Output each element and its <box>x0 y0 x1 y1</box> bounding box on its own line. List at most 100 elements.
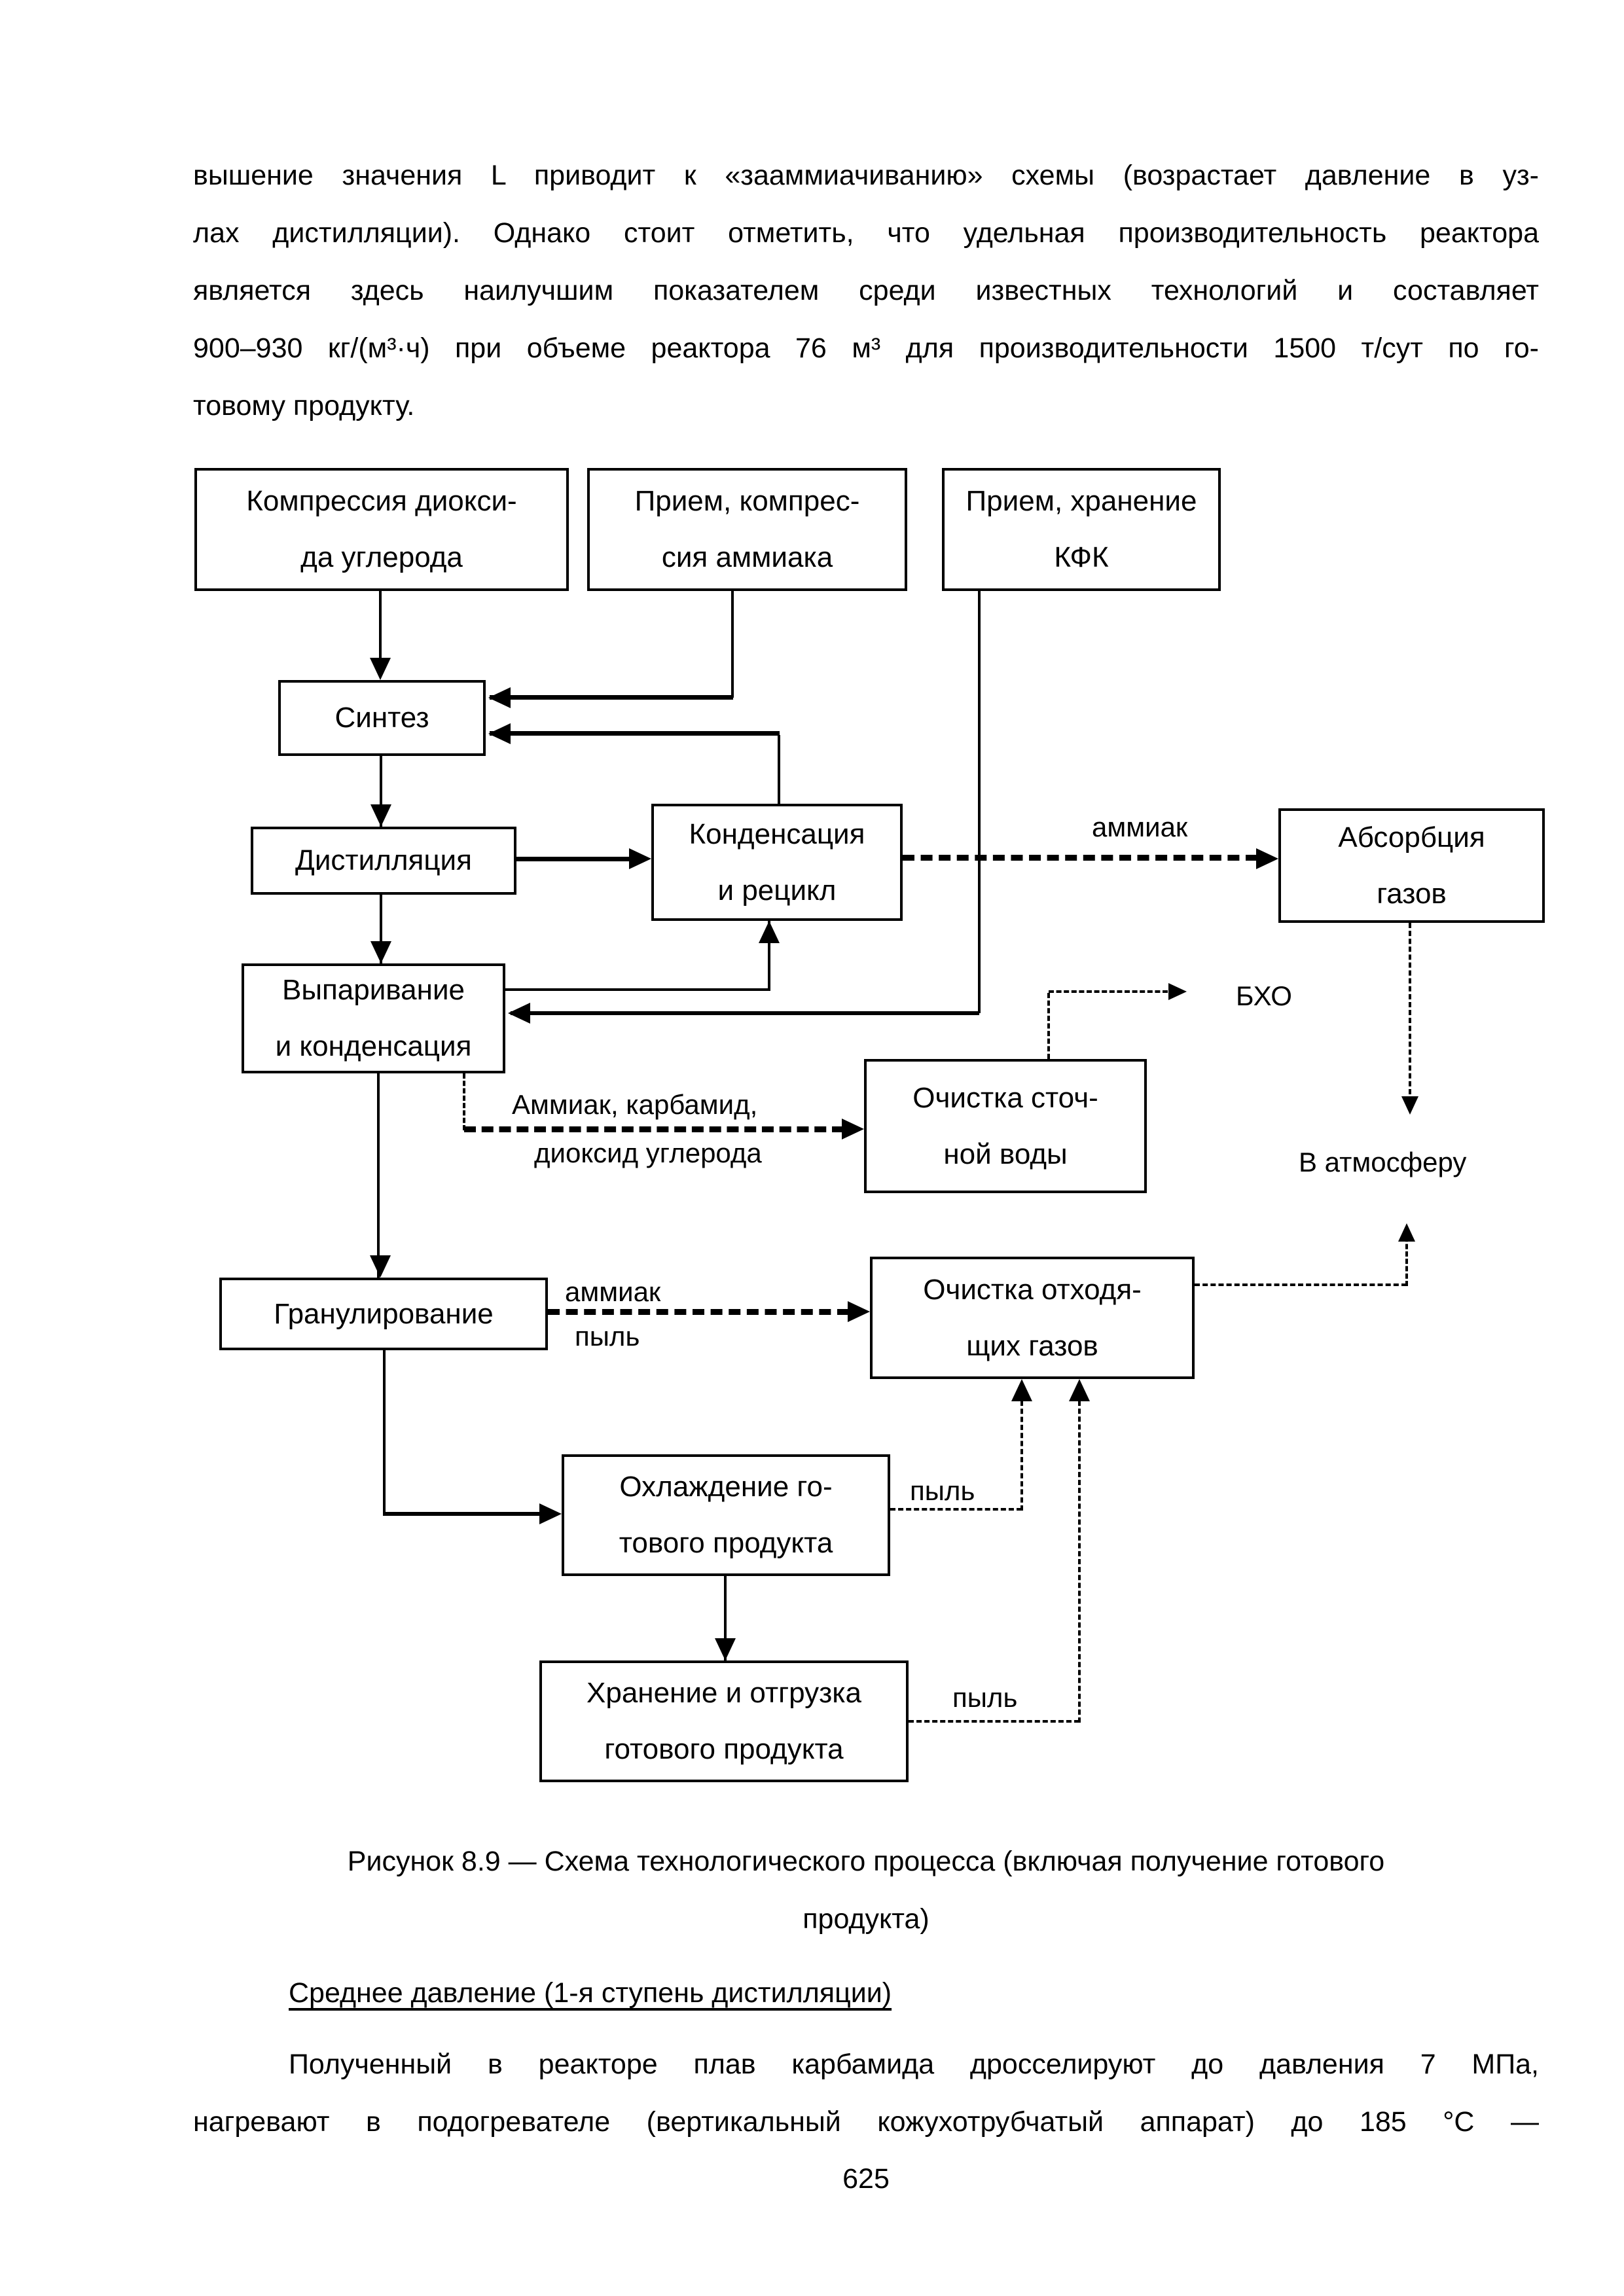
box-label: Гранулирование <box>274 1297 494 1330</box>
box-label: Абсорбция <box>1338 821 1485 853</box>
arrowhead <box>1011 1379 1032 1401</box>
connector-evaporation-to-wastewater <box>464 1126 844 1132</box>
flow-label-dust: пыль <box>952 1682 1018 1713</box>
box-label: Конденсация <box>689 817 865 850</box>
connector-granulation-to-cooling <box>383 1512 542 1516</box>
connector-absorption-to-atmosphere <box>1409 923 1411 1094</box>
connector-storage-dust-to-offgas <box>909 1720 1079 1723</box>
arrowhead <box>1069 1379 1090 1401</box>
box-label: Синтез <box>334 702 429 734</box>
paragraph-line: является здесь наилучшим показателем сре… <box>193 275 1539 306</box>
paragraph-1: вышение значения L приводит к «зааммиачи… <box>193 147 1539 435</box>
box-kfk-reception: Прием, хранение КФК <box>942 468 1221 591</box>
box-label: сия аммиака <box>661 541 833 573</box>
arrowhead <box>370 804 391 827</box>
arrowhead <box>1398 1223 1415 1242</box>
flow-label-bho: БХО <box>1236 980 1292 1011</box>
arrowhead <box>370 941 391 963</box>
process-flow-diagram: Компрессия диокси- да углерода Прием, ко… <box>194 468 1545 1782</box>
figure-caption-line: продукта) <box>803 1903 929 1935</box>
paragraph-line: лах дистилляции). Однако стоит отметить,… <box>193 217 1539 249</box>
box-label: Прием, компрес- <box>634 485 860 517</box>
paragraph-line: нагревают в подогревателе (вертикальный … <box>193 2106 1539 2138</box>
box-synthesis: Синтез <box>278 680 486 756</box>
box-product-storage: Хранение и отгрузка готового продукта <box>539 1660 909 1782</box>
connector-cooling-dust-to-offgas <box>1020 1401 1023 1511</box>
box-label: Очистка сточ- <box>912 1081 1098 1114</box>
box-label: ной воды <box>943 1138 1068 1170</box>
arrowhead <box>759 921 780 943</box>
box-label: да углерода <box>300 541 463 573</box>
arrowhead <box>629 848 651 869</box>
connector-distillation-to-evaporation <box>380 895 382 963</box>
box-ammonia-reception: Прием, компрес- сия аммиака <box>587 468 907 591</box>
connector-cooling-to-storage <box>724 1576 727 1660</box>
connector-co2-to-synthesis <box>379 591 382 677</box>
box-label: Охлаждение го- <box>619 1471 833 1503</box>
figure-caption-line: Рисунок 8.9 — Схема технологического про… <box>347 1846 1385 1877</box>
box-label: Выпаривание <box>281 974 465 1006</box>
connector-kfk-to-evaporation <box>511 1011 979 1015</box>
connector-offgas-to-atmosphere <box>1195 1283 1407 1286</box>
flow-label-ammonia-carbamide: Аммиак, карбамид, <box>512 1089 758 1120</box>
arrowhead <box>370 1255 391 1278</box>
connector-synthesis-to-distillation <box>380 756 382 827</box>
flow-label-carbon-dioxide: диоксид углерода <box>534 1138 762 1168</box>
connector-wastewater-to-bho <box>1047 993 1050 1059</box>
box-offgas-treatment: Очистка отходя- щих газов <box>870 1257 1195 1379</box>
connector-wastewater-to-bho <box>1049 990 1168 993</box>
connector-evaporation-to-wastewater <box>463 1073 465 1130</box>
box-label: Дистилляция <box>295 844 472 876</box>
box-label: и конденсация <box>275 1030 472 1062</box>
box-label: щих газов <box>966 1329 1098 1362</box>
arrowhead <box>539 1503 562 1524</box>
arrowhead <box>848 1301 870 1322</box>
connector-ammonia-to-synthesis <box>490 695 733 700</box>
arrowhead <box>842 1119 864 1139</box>
box-condensation-recycle: Конденсация и рецикл <box>651 804 903 921</box>
connector-ammonia-to-gas-absorption <box>903 855 1257 861</box>
box-granulation: Гранулирование <box>219 1278 548 1350</box>
connector-offgas-to-atmosphere <box>1405 1229 1408 1286</box>
paragraph-line: Полученный в реакторе плав карбамида дро… <box>289 2049 1539 2080</box>
paragraph-line: товому продукту. <box>193 390 415 422</box>
box-wastewater-treatment: Очистка сточ- ной воды <box>864 1059 1147 1193</box>
box-label: Хранение и отгрузка <box>586 1677 861 1709</box>
connector-granulation-to-offgas <box>548 1309 849 1315</box>
arrowhead <box>508 1003 530 1024</box>
flow-label-ammonia: аммиак <box>1092 812 1188 842</box>
connector-kfk-to-evaporation <box>978 591 981 1013</box>
arrowhead <box>715 1638 736 1660</box>
arrowhead <box>370 658 391 680</box>
box-label: КФК <box>1054 541 1109 573</box>
connector-cooling-dust-to-offgas <box>890 1508 1022 1511</box>
paragraph-line: вышение значения L приводит к «зааммиачи… <box>193 160 1539 191</box>
flow-label-to-atmosphere: В атмосферу <box>1299 1147 1467 1177</box>
flow-label-dust: пыль <box>910 1475 975 1506</box>
box-label: тового продукта <box>619 1527 833 1559</box>
box-label: готового продукта <box>604 1733 844 1765</box>
box-label: Прием, хранение <box>965 485 1197 517</box>
paragraph-line: 900–930 кг/(м³·ч) при объеме реактора 76… <box>193 332 1539 364</box>
connector-granulation-to-cooling <box>383 1350 386 1515</box>
page-number: 625 <box>842 2163 890 2195</box>
paragraph-2: Полученный в реакторе плав карбамида дро… <box>193 2036 1539 2151</box>
connector-evaporation-to-granulation <box>377 1073 380 1278</box>
connector-condensation-to-synthesis <box>490 731 780 736</box>
box-evaporation-condensation: Выпаривание и конденсация <box>242 963 505 1073</box>
arrowhead <box>488 687 511 708</box>
box-distillation: Дистилляция <box>251 827 516 895</box>
box-co2-compression: Компрессия диокси- да углерода <box>194 468 569 591</box>
arrowhead <box>1168 983 1187 1000</box>
flow-label-ammonia: аммиак <box>565 1276 661 1307</box>
section-heading: Среднее давление (1-я ступень дистилляци… <box>289 1977 892 2009</box>
box-label: Очистка отходя- <box>923 1273 1142 1306</box>
flow-label-dust: пыль <box>575 1321 640 1352</box>
connector-distillation-to-condensation <box>516 857 631 861</box>
connector-evaporation-to-condensation <box>505 988 770 991</box>
connector-evaporation-to-condensation <box>768 921 770 991</box>
box-label: газов <box>1377 877 1447 910</box>
arrowhead <box>488 723 511 744</box>
connector-storage-dust-to-offgas <box>1078 1401 1081 1723</box>
